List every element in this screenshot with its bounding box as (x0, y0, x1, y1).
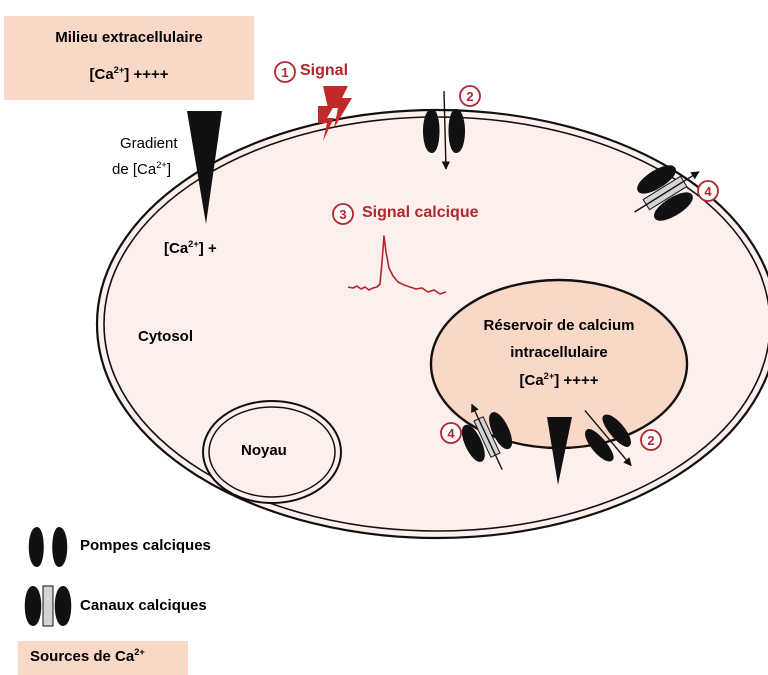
gradient-wedge-icon (187, 111, 222, 224)
reservoir-gradient-wedge-icon (547, 417, 572, 485)
legend-channels-label: Canaux calciques (80, 597, 207, 614)
cytosol-ca-concentration: [Ca2+] + (164, 239, 217, 257)
reservoir-title-line1: Réservoir de calcium (483, 317, 635, 334)
signal-label: Signal (300, 62, 349, 79)
gradient-label-line1: Gradient (120, 135, 178, 152)
reservoir-ca-concentration: [Ca2+] ++++ (519, 371, 599, 389)
step-2-number-reservoir: 2 (647, 433, 654, 448)
extracellular-box (4, 16, 254, 100)
step-1-number: 1 (281, 65, 288, 80)
step-2-marker-top: 2 (459, 85, 481, 107)
extracellular-title: Milieu extracellulaire (55, 29, 203, 46)
legend-channel-icon (24, 585, 72, 627)
reservoir-title-line2: intracellulaire (510, 344, 608, 361)
nucleus-inner (208, 406, 336, 498)
calcium-pump-icon (423, 90, 465, 170)
nucleus-label: Noyau (241, 442, 287, 459)
lightning-bolt-icon (318, 86, 352, 141)
cytosol-label: Cytosol (138, 328, 194, 345)
reservoir-channel-icon (461, 403, 513, 470)
step-1-marker: 1 (274, 61, 296, 83)
gradient-label-line2: de [Ca2+] (112, 160, 171, 178)
legend-pump-icon (28, 527, 68, 567)
step-2-number: 2 (466, 89, 473, 104)
step-4-number-reservoir: 4 (447, 426, 455, 441)
step-2-marker-reservoir: 2 (640, 429, 662, 451)
step-4-marker-reservoir: 4 (440, 422, 462, 444)
legend-sources-swatch (18, 641, 188, 675)
calcium-signal-label: Signal calcique (362, 204, 479, 221)
step-4-marker-right: 4 (697, 180, 719, 202)
nucleus-outer (202, 400, 342, 504)
legend-pumps-label: Pompes calciques (80, 537, 211, 554)
step-3-marker: 3 (332, 203, 354, 225)
step-3-number: 3 (339, 207, 346, 222)
calcium-signal-trace (347, 235, 447, 295)
step-4-number: 4 (704, 184, 712, 199)
reservoir-pump-icon (584, 409, 632, 467)
legend-sources-label: Sources de Ca2+ (30, 647, 145, 665)
calcium-channel-icon (634, 165, 700, 221)
extracellular-ca-concentration: [Ca2+] ++++ (89, 65, 169, 83)
